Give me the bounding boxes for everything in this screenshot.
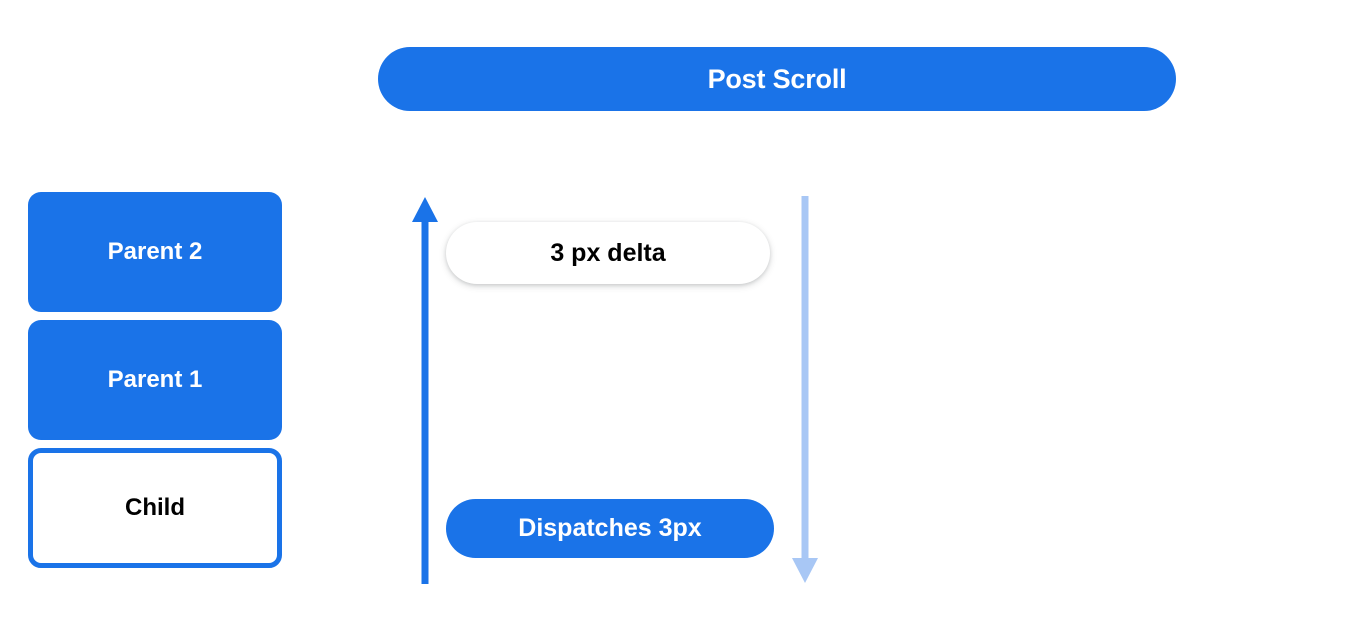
node-child: Child	[28, 448, 282, 568]
post-scroll-header: Post Scroll	[378, 47, 1176, 111]
scroll-down-arrow-icon	[792, 196, 818, 583]
node-parent-2-label: Parent 2	[107, 238, 203, 265]
dispatches-chip: Dispatches 3px	[446, 499, 774, 558]
delta-chip: 3 px delta	[446, 222, 770, 284]
dispatches-chip-label: Dispatches 3px	[518, 514, 702, 542]
node-parent-1: Parent 1	[28, 320, 282, 440]
node-stack: Parent 2 Parent 1 Child	[28, 192, 282, 568]
node-parent-1-label: Parent 1	[107, 366, 203, 393]
node-parent-2: Parent 2	[28, 192, 282, 312]
scroll-up-arrow-icon	[412, 197, 438, 584]
delta-chip-label: 3 px delta	[550, 238, 666, 267]
node-child-label: Child	[125, 494, 185, 521]
post-scroll-header-label: Post Scroll	[707, 63, 847, 94]
